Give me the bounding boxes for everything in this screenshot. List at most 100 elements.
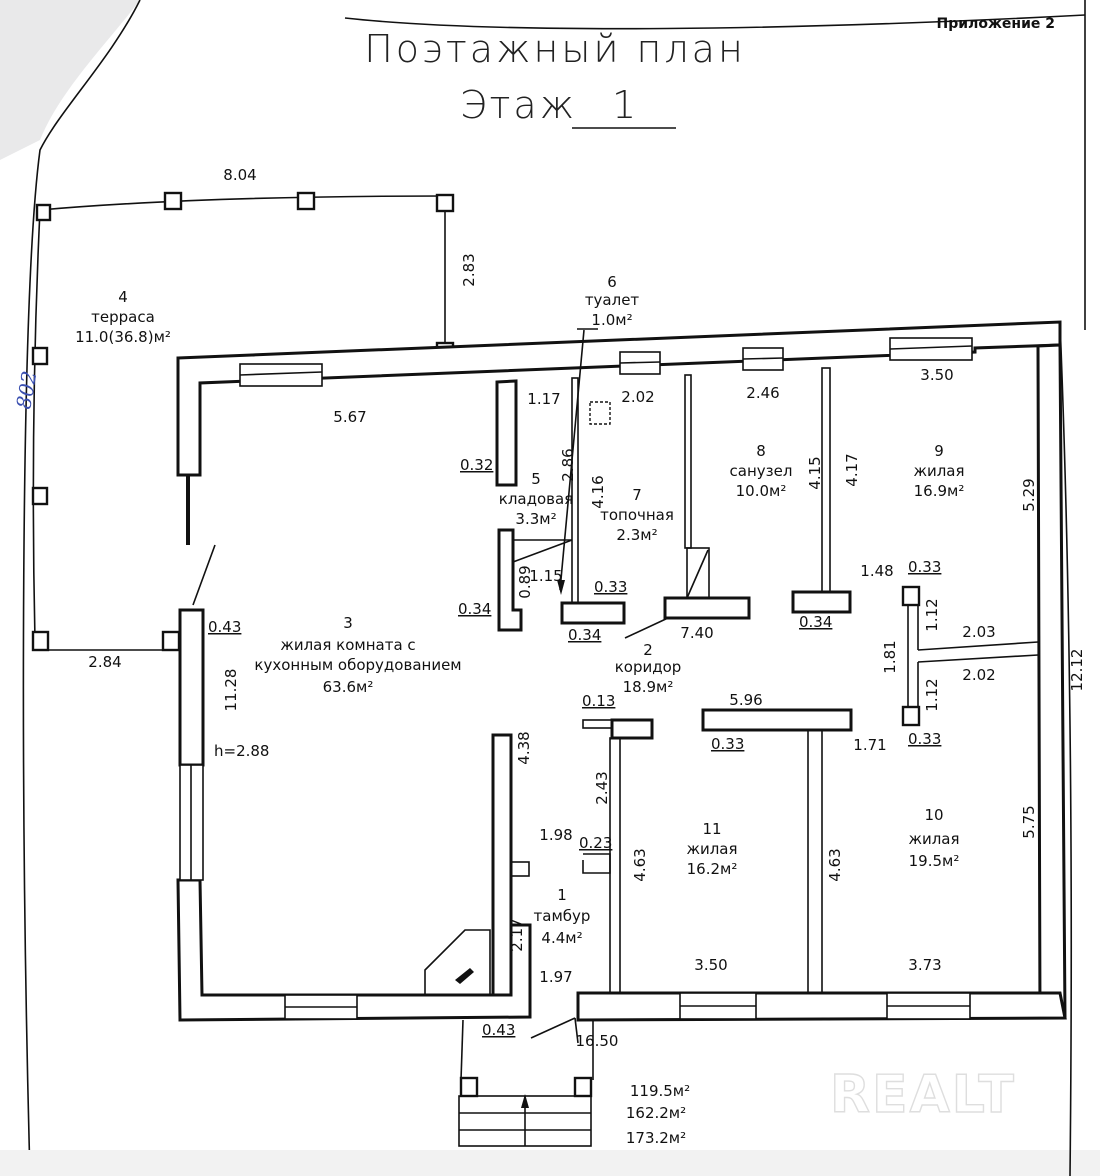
terrace-post (435, 193, 455, 213)
partition-10-11 (807, 729, 823, 994)
dim-label: 5.75 (1020, 805, 1038, 838)
dim-label: 0.32 (460, 456, 493, 474)
room-area: 3.3м² (515, 510, 556, 528)
window-line (619, 361, 661, 364)
interior-walls (491, 367, 1039, 997)
dim-label: 0.89 (516, 565, 534, 598)
terrace-top-edge (39, 195, 446, 211)
room-area: 18.9м² (623, 678, 674, 696)
dim-label: 0.33 (908, 558, 941, 576)
dim-label: 0.23 (579, 834, 612, 852)
room-number: 1 (557, 886, 567, 904)
wall-storage (495, 379, 518, 487)
wall-right (1036, 343, 1067, 1020)
dim-label: 2.43 (593, 771, 611, 804)
dim-label: 2.83 (460, 253, 478, 286)
dim-label: 1.15 (529, 567, 562, 585)
dim-label: 7.40 (680, 624, 713, 642)
dim-label: 2.86 (559, 448, 577, 481)
total-area: 162.2м² (626, 1104, 686, 1122)
dim-label: 2.02 (621, 388, 654, 406)
terrace-post (296, 191, 316, 211)
room-name: жилая (913, 462, 964, 480)
wall-left (178, 608, 205, 767)
wall-1-3 (491, 733, 513, 997)
column (901, 705, 921, 727)
floor-label: Этаж (460, 83, 577, 127)
room-name: туалет (585, 291, 640, 309)
dim-label: 5.67 (333, 408, 366, 426)
room-number: 6 (607, 273, 617, 291)
room-name: терраса (91, 308, 155, 326)
room-area: 16.9м² (914, 482, 965, 500)
entrance-leader (530, 1017, 576, 1039)
dim-label: 0.34 (458, 600, 491, 618)
terrace-post (35, 203, 52, 222)
partition-9-hall (917, 641, 1039, 651)
partition-10-hall (917, 654, 1039, 663)
dim-label: 0.43 (482, 1021, 515, 1039)
stove-icon (424, 929, 491, 995)
dim-label: 1.71 (853, 736, 886, 754)
room-name: санузел (730, 462, 793, 480)
wall-stub (560, 601, 626, 625)
dim-label: 4.16 (589, 475, 607, 508)
dim-label: 2.02 (962, 666, 995, 684)
area-totals: 119.5м² 162.2м² 173.2м² (626, 1082, 690, 1147)
dim-label: 5.96 (729, 691, 762, 709)
dim-label: 16.50 (576, 1032, 619, 1050)
dim-label: h=2.88 (214, 742, 269, 760)
dim-label: 2.46 (746, 384, 779, 402)
terrace-left-edge (32, 209, 41, 641)
bottom-windows (284, 992, 971, 1020)
door-diag (686, 549, 709, 599)
wall-storage-lower (497, 528, 523, 632)
plan-title: Поэтажный план (364, 27, 746, 71)
dim-label: 3.50 (920, 366, 953, 384)
storage-shelf-diag (512, 539, 573, 563)
dim-label: 4.38 (515, 731, 533, 764)
dim-label: 1.12 (923, 598, 941, 631)
dimension-line (1059, 321, 1073, 1176)
room-name: жилая комната с (280, 636, 415, 654)
page-top-border (344, 14, 1086, 30)
room-number: 5 (531, 470, 541, 488)
dim-label: 1.98 (539, 826, 572, 844)
room-name: жилая (908, 830, 959, 848)
room-area: 19.5м² (909, 852, 960, 870)
dim-label: 0.33 (594, 578, 627, 596)
wall-stub (701, 708, 853, 732)
room-number: 11 (702, 820, 721, 838)
terrace-post (31, 486, 49, 506)
dim-label: 11.28 (222, 669, 240, 712)
room-number: 3 (343, 614, 353, 632)
window-line (742, 357, 784, 360)
appendix-label: Приложение 2 (937, 16, 1055, 32)
dim-label: 0.43 (208, 618, 241, 636)
column (901, 585, 921, 607)
window-line (239, 371, 323, 376)
room-name: кухонным оборудованием (254, 656, 461, 674)
dim-label: 0.33 (711, 735, 744, 753)
total-area: 119.5м² (630, 1082, 690, 1100)
porch-post (459, 1076, 479, 1098)
top-windows (239, 337, 973, 387)
room-area: 63.6м² (323, 678, 374, 696)
dim-label: 5.29 (1020, 478, 1038, 511)
wall-stub (791, 590, 852, 614)
room-area: 16.2м² (687, 860, 738, 878)
page-fold-shadow (0, 0, 140, 160)
room-area: 11.0(36.8)м² (75, 328, 171, 346)
room-number: 8 (756, 442, 766, 460)
room-number: 4 (118, 288, 128, 306)
room-name: кладовая (499, 490, 573, 508)
wall-notch (510, 861, 530, 877)
terrace-post (161, 630, 181, 652)
toilet-leader (559, 329, 585, 591)
wall-stub-thin (582, 853, 611, 874)
corridor-leader (624, 617, 669, 639)
room-area: 10.0м² (736, 482, 787, 500)
stair-arrow-icon (521, 1094, 529, 1108)
dim-label: 0.34 (568, 626, 601, 644)
dim-label: 4.63 (631, 848, 649, 881)
